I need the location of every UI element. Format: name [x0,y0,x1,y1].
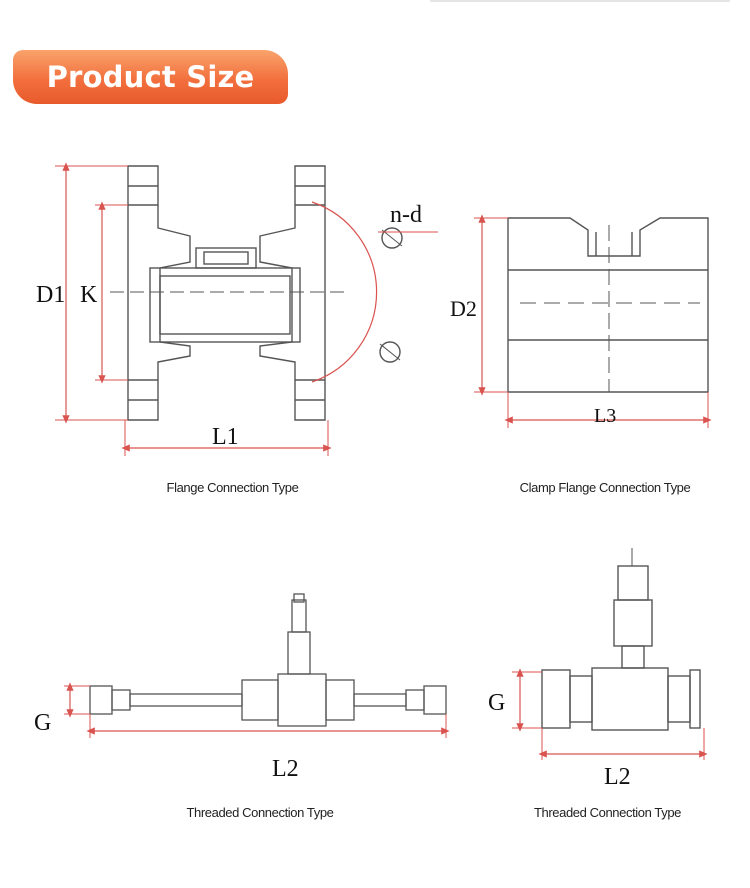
banner-title: Product Size [46,60,255,94]
clamp-drawing [507,217,709,393]
clamp-l3-label: L3 [594,405,616,427]
threaded-long-g-label: G [34,710,51,736]
flange-body [149,267,301,343]
flange-left [127,165,191,421]
threaded-long-l2-label: L2 [272,756,299,782]
flange-drawing [127,165,326,421]
clamp-d2-label: D2 [450,296,477,321]
threaded-short-g-label: G [488,690,505,716]
threaded-short-l2-label: L2 [604,764,631,790]
threaded-short-caption: Threaded Connection Type [534,805,681,820]
flange-caption: Flange Connection Type [166,480,299,495]
clamp-caption: Clamp Flange Connection Type [519,480,691,495]
clamp-body [507,217,709,393]
threaded-long-caption: Threaded Connection Type [186,805,334,820]
flange-right [259,165,326,421]
flange-d1-label: D1 [36,282,65,308]
flange-l1-label: L1 [212,424,239,450]
threaded-short-drawing [541,565,701,731]
flange-k-label: K [80,282,98,308]
top-divider [430,0,730,2]
threaded-long-drawing [89,593,447,727]
product-size-banner: Product Size [13,50,288,104]
flange-nd-label: n-d [390,202,422,228]
